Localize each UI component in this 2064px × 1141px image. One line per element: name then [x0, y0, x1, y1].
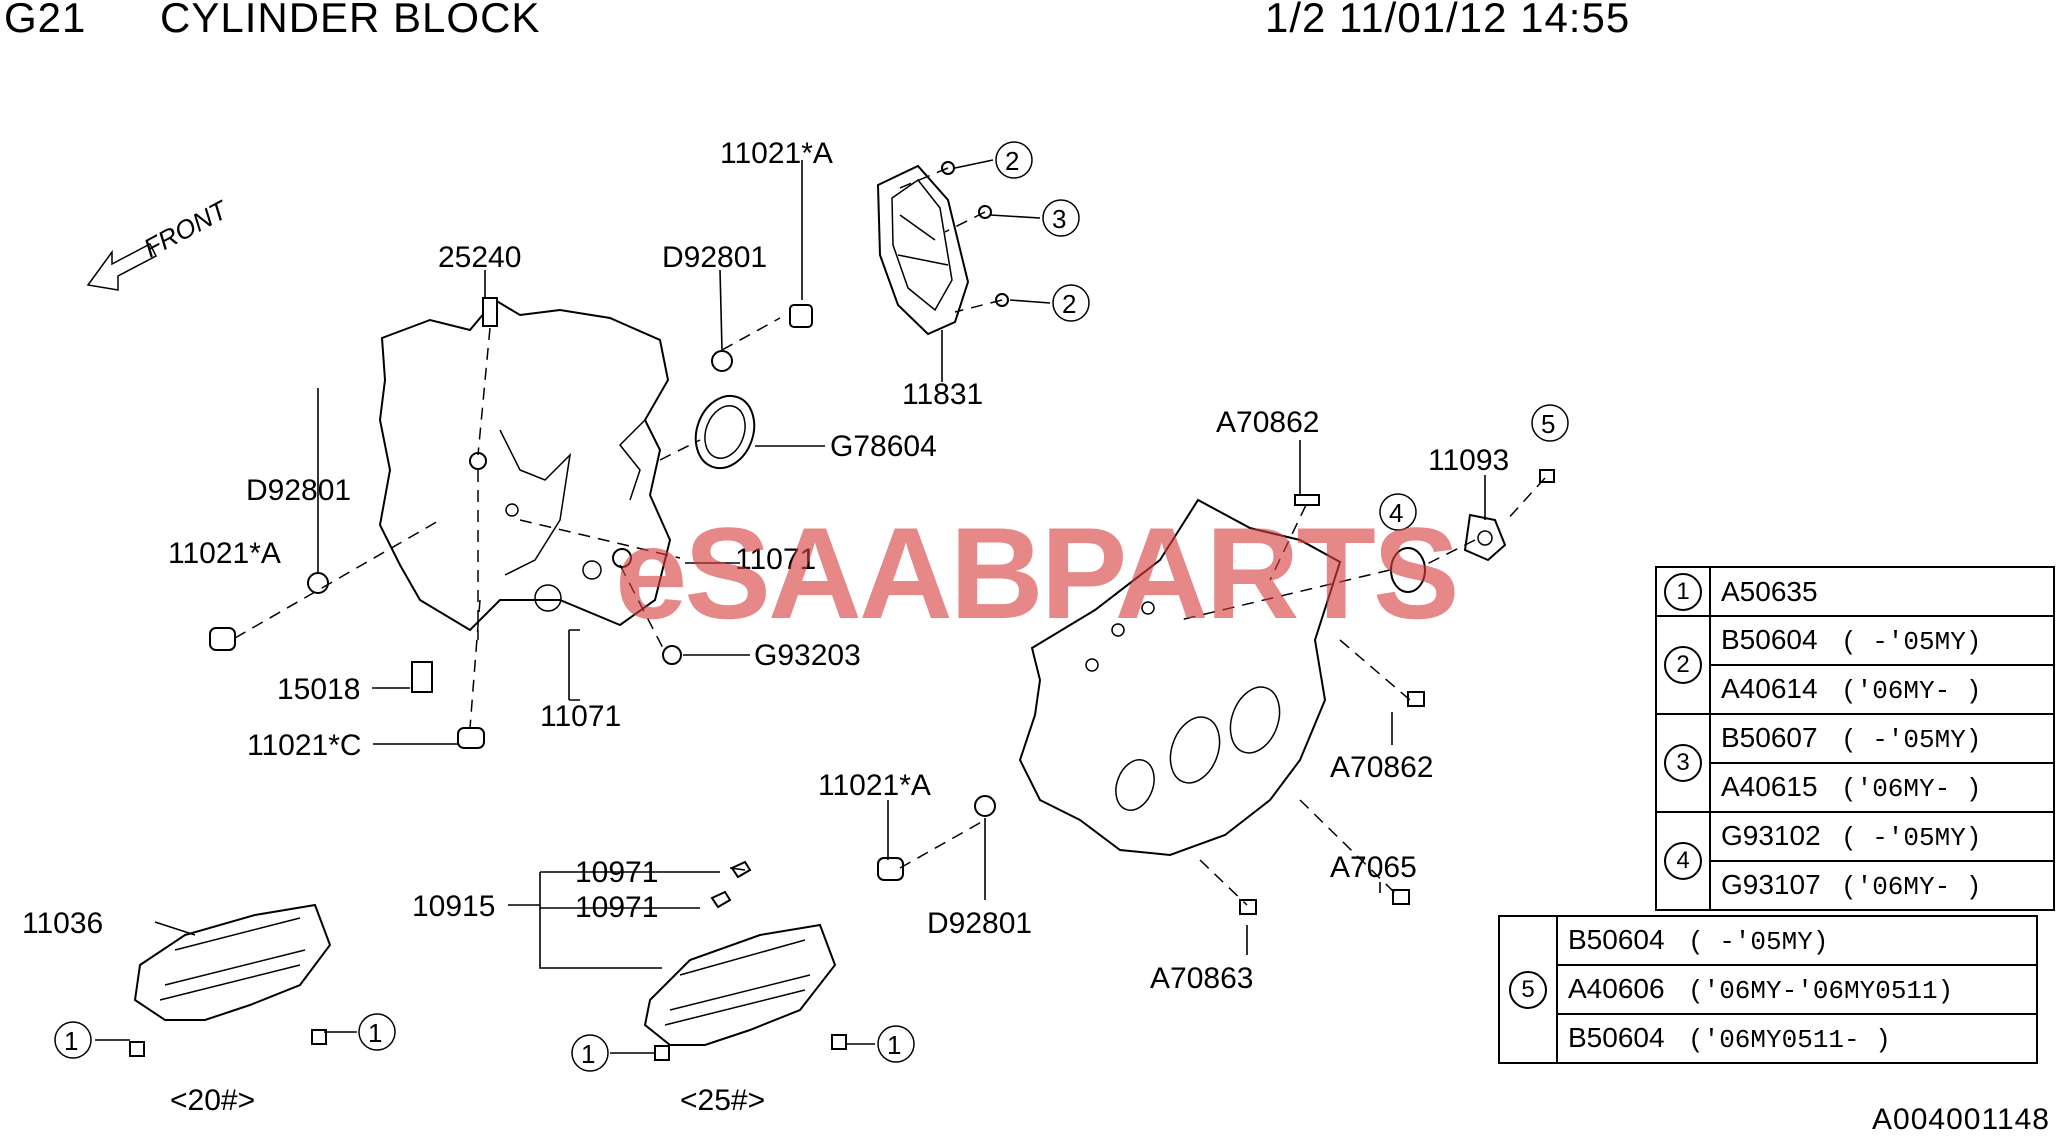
legend-ref-circle: 3	[1664, 744, 1702, 782]
bearing-cap-25	[643, 923, 837, 1046]
legend-row: A40606 ('06MY-'06MY0511)	[1499, 964, 2038, 1015]
legend-code: G93102	[1721, 820, 1821, 851]
callout-label: 11021*A	[720, 137, 833, 170]
front-label: FRONT	[139, 194, 234, 264]
callout-label: G78604	[830, 430, 937, 463]
plug-11021a-bottom	[877, 857, 904, 881]
washer-d92801-left	[307, 572, 329, 594]
legend-row: 1 A50635	[1655, 566, 2055, 617]
callout-label: 11021*A	[818, 769, 931, 802]
legend-code: A40606	[1568, 973, 1665, 1004]
washer-d92801-bottom	[974, 795, 996, 817]
legend-code: B50604	[1568, 1022, 1665, 1053]
callout-label: D92801	[662, 241, 767, 274]
callout-label: 10971	[575, 891, 658, 924]
diagram-title: CYLINDER BLOCK	[160, 0, 541, 41]
legend-code: B50604	[1568, 924, 1665, 955]
callout-label: G93203	[754, 639, 861, 672]
callout-label: A70862	[1216, 406, 1319, 439]
legend-row: 2 B50604 ( -'05MY)	[1655, 615, 2055, 715]
washer-d92801	[711, 350, 733, 372]
page-info: 1/2 11/01/12 14:55	[1265, 0, 1631, 41]
oil-seal-g78604	[694, 394, 756, 470]
legend-ref-circle: 4	[1664, 842, 1702, 880]
callout-label: D92801	[246, 474, 351, 507]
ref-circle: 2	[1062, 289, 1076, 319]
legend-table-upper: 1 A50635 2 B50604 ( -'05MY) A40614 ('06MY-…	[1655, 566, 2055, 911]
callout-label: 11036	[22, 907, 103, 940]
diagram-group-code: G21	[4, 0, 87, 41]
legend-row: G93107 ('06MY- )	[1656, 860, 2055, 911]
callout-label: 11831	[902, 378, 983, 411]
left-block-half	[378, 298, 672, 632]
legend-row: 3 B50607 ( -'05MY)	[1655, 713, 2055, 813]
front-arrow-icon: FRONT	[86, 194, 234, 291]
o-ring-g93203	[662, 645, 682, 665]
ref-circle: 2	[1005, 146, 1019, 176]
legend-table-lower: 5 B50604 ( -'05MY) A40606 ('06MY-'06MY0511…	[1498, 915, 2038, 1064]
callout-label: 15018	[277, 673, 360, 706]
callout-label: 25240	[438, 241, 521, 274]
callout-label: 11093	[1428, 444, 1509, 477]
callout-label: 10915	[412, 890, 495, 923]
legend-note: ( -'05MY)	[1688, 927, 1829, 957]
legend-note: ( -'05MY)	[1841, 725, 1982, 755]
callout-label: 11071	[540, 700, 621, 733]
callout-label: 11021*C	[247, 729, 362, 762]
legend-code: A40614	[1721, 673, 1818, 704]
callout-label: A70863	[1150, 962, 1253, 995]
callout-label: 11071	[735, 543, 816, 576]
ref-circle: 3	[1052, 204, 1066, 234]
legend-note: ('06MY-'06MY0511)	[1688, 976, 1954, 1006]
bearing-cap-20	[133, 903, 332, 1021]
callout-label: D92801	[927, 907, 1032, 940]
legend-code: B50607	[1721, 722, 1818, 753]
callout-label: 11021*A	[168, 537, 281, 570]
ref-circle: 1	[368, 1018, 382, 1048]
diagram-reference-code: A004001148	[1872, 1103, 2050, 1136]
plug-11021c	[457, 727, 485, 749]
legend-row: 4 G93102 ( -'05MY)	[1655, 811, 2055, 911]
right-block-half	[1018, 498, 1342, 857]
legend-code: A50635	[1721, 575, 1818, 607]
assembly-lines	[234, 167, 1546, 906]
ref-circle: 4	[1389, 498, 1403, 528]
legend-row: 5 B50604 ( -'05MY)	[1498, 915, 2038, 1064]
callout-label: 10971	[575, 856, 658, 889]
variant-label-25: <25#>	[680, 1084, 765, 1117]
plug-11021a-top	[789, 304, 813, 328]
callout-label: A70862	[1330, 751, 1433, 784]
variant-label-20: <20#>	[170, 1084, 255, 1117]
legend-code: G93107	[1721, 869, 1821, 900]
ref-circle: 5	[1541, 409, 1555, 439]
plug-25240	[482, 297, 498, 327]
legend-note: ('06MY- )	[1841, 872, 1982, 902]
legend-note: ( -'05MY)	[1841, 627, 1982, 657]
plug-15018	[411, 661, 433, 693]
legend-note: ('06MY- )	[1841, 676, 1982, 706]
legend-code: B50604	[1721, 624, 1818, 655]
legend-ref-circle: 2	[1664, 646, 1702, 684]
ref-circle: 1	[581, 1039, 595, 1069]
legend-row: A40614 ('06MY- )	[1656, 664, 2055, 715]
legend-row: A40615 ('06MY- )	[1656, 762, 2055, 813]
watermark: eSAABPARTS	[615, 500, 1460, 646]
legend-note: ('06MY0511- )	[1688, 1025, 1891, 1055]
legend-note: ('06MY- )	[1841, 774, 1982, 804]
cover-11831	[876, 164, 970, 336]
leader-lines	[154, 160, 1486, 969]
legend-row: B50604 ('06MY0511- )	[1499, 1013, 2038, 1064]
legend-ref-circle: 5	[1509, 970, 1547, 1009]
o-ring-4	[1390, 547, 1426, 593]
legend-ref-circle: 1	[1664, 572, 1702, 611]
legend-note: ( -'05MY)	[1841, 823, 1982, 853]
bracket-11093	[1463, 513, 1507, 562]
legend-code: A40615	[1721, 771, 1818, 802]
plug-11021a-left	[209, 627, 236, 651]
callout-label: A7065	[1330, 851, 1417, 884]
ref-circle: 1	[64, 1026, 78, 1056]
ref-circle: 1	[887, 1030, 901, 1060]
